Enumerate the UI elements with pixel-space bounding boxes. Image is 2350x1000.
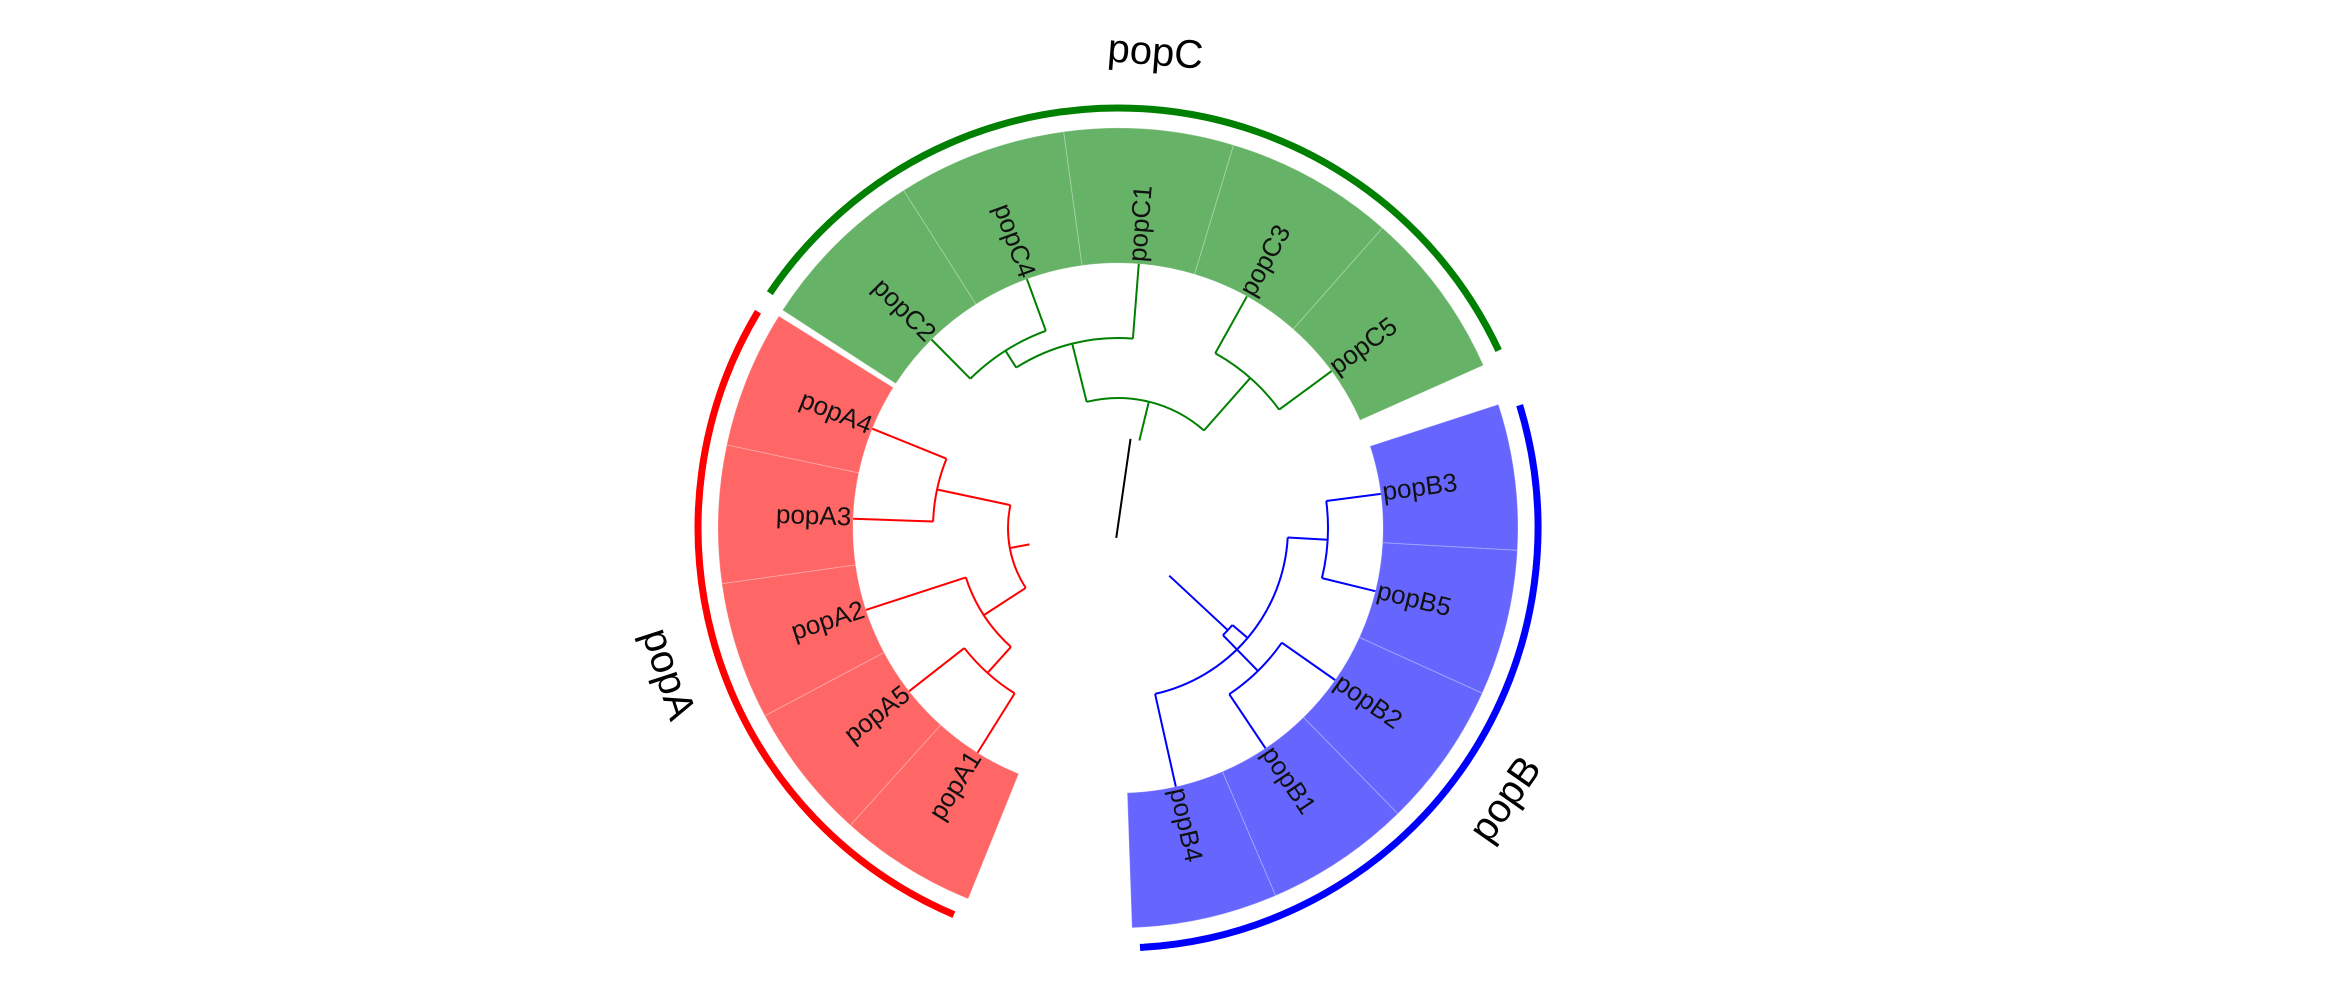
- branch-popB-10: [1231, 624, 1249, 639]
- root-branch: [1115, 438, 1132, 538]
- group-label-popC: popC: [1106, 26, 1205, 77]
- branch-popB-3: [1281, 641, 1336, 681]
- branch-popA-3: [853, 517, 934, 523]
- branch-popA-0: [976, 692, 1016, 754]
- tip-label-popC1: popC1: [1122, 184, 1158, 263]
- branch-popB-9: [1222, 634, 1259, 672]
- branch-popB-1: [1321, 577, 1376, 593]
- sector-popC2: [781, 189, 977, 385]
- branch-popA-1: [908, 647, 965, 692]
- sector-popA5: [764, 651, 942, 826]
- branch-popC-9: [1203, 377, 1252, 432]
- branch-popC-5: [1214, 352, 1280, 411]
- group-arcs: [694, 104, 1542, 951]
- branch-popB-12: [1168, 574, 1229, 631]
- branch-popC-1: [1025, 278, 1047, 332]
- branch-popA-12: [1009, 543, 1030, 550]
- branch-popB-8: [1154, 537, 1289, 695]
- branch-popC-6: [1004, 350, 1018, 369]
- group-arc-popB: [1139, 404, 1542, 951]
- tip-label-popA3: popA3: [776, 499, 852, 532]
- tree-branches: [853, 263, 1381, 787]
- branch-popA-4: [871, 427, 947, 460]
- sector-popC3: [1193, 144, 1384, 330]
- sector-popA3: [717, 444, 860, 585]
- branch-popB-6: [1287, 536, 1328, 541]
- branch-popC-12: [1138, 401, 1150, 441]
- branch-popC-10: [1071, 343, 1088, 403]
- group-arc-popC: [766, 104, 1502, 352]
- sector-popB2: [1302, 636, 1483, 815]
- group-label-popA: popA: [633, 623, 704, 726]
- branch-popA-11: [1007, 504, 1027, 589]
- sector-popC5: [1292, 227, 1485, 421]
- branch-popC-2: [969, 329, 1047, 380]
- sector-popC1: [1063, 127, 1235, 275]
- branch-popA-7: [865, 576, 967, 611]
- sector-popA2: [721, 564, 885, 717]
- branch-popA-9: [936, 488, 1011, 507]
- sector-popA1: [849, 724, 1020, 900]
- sector-popB3: [1369, 403, 1519, 551]
- sector-popB1: [1221, 716, 1399, 897]
- branch-popC-0: [930, 338, 971, 380]
- branch-popC-3: [1214, 295, 1248, 354]
- clade-sectors: [717, 127, 1519, 929]
- sector-popC4: [902, 131, 1083, 305]
- sector-popA4: [726, 315, 894, 474]
- branch-popB-0: [1326, 492, 1381, 502]
- branch-popB-4: [1228, 693, 1267, 749]
- branch-popC-4: [1278, 370, 1333, 411]
- branch-popB-7: [1154, 693, 1177, 787]
- branch-popA-6: [986, 646, 1012, 674]
- group-arc-popA: [694, 309, 956, 918]
- group-label-popB: popB: [1460, 748, 1550, 850]
- branch-popC-7: [1131, 263, 1140, 339]
- sector-popB4: [1126, 770, 1277, 929]
- sector-popB5: [1358, 542, 1518, 694]
- branch-popA-10: [983, 587, 1027, 616]
